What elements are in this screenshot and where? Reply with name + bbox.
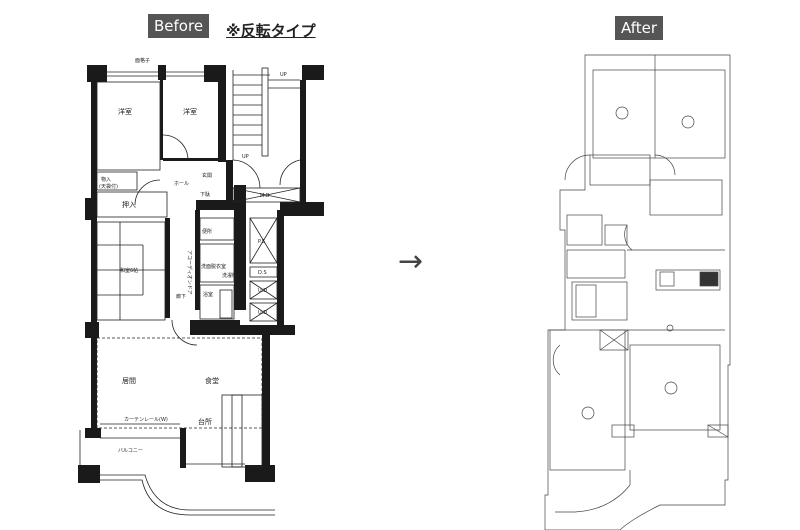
label-balcony: バルコニー bbox=[118, 448, 143, 454]
label-kitchen: 台所 bbox=[198, 417, 212, 426]
label-up2: UP bbox=[242, 154, 249, 160]
label-washer: 洗濯機 bbox=[222, 272, 237, 279]
label-closet: 押入 bbox=[122, 200, 136, 209]
before-room-labels: 洋室 洋室 物入 (天袋付) ホール 玄関 下駄 押入 和室6帖 廊下 アコーデ… bbox=[99, 57, 287, 454]
label-washroom: 洗面脱衣室 bbox=[201, 263, 226, 270]
after-label: After bbox=[615, 16, 664, 40]
label-shoe-box: 下駄 bbox=[200, 191, 210, 198]
label-storage-sub: (天袋付) bbox=[99, 183, 118, 190]
label-corridor: 廊下 bbox=[176, 293, 186, 300]
label-up1: UP bbox=[280, 72, 287, 78]
label-bath: 浴室 bbox=[203, 291, 213, 298]
label-curtain-rail: カーテンレール(W) bbox=[124, 417, 168, 423]
arrow-right-icon: → bbox=[398, 244, 424, 279]
label-hall: ホール bbox=[174, 181, 189, 187]
label-mb: M.B bbox=[260, 193, 270, 199]
label-dining: 食堂 bbox=[205, 376, 219, 385]
label-ud2: U.D bbox=[258, 310, 267, 316]
stairs bbox=[232, 67, 300, 160]
before-walls bbox=[78, 65, 324, 483]
label-washitsu: 和室6帖 bbox=[120, 267, 138, 274]
before-lines bbox=[79, 67, 301, 516]
after-floor-plan bbox=[544, 54, 731, 530]
before-label: Before bbox=[148, 14, 210, 38]
label-bedroom2: 洋室 bbox=[183, 107, 197, 116]
label-accordion-door: アコーディオンドア bbox=[186, 250, 193, 295]
before-floor-plan: 洋室 洋室 物入 (天袋付) ホール 玄関 下駄 押入 和室6帖 廊下 アコーデ… bbox=[78, 57, 324, 516]
label-entrance: 玄関 bbox=[202, 172, 212, 179]
label-living: 居間 bbox=[122, 377, 136, 385]
label-storage: 物入 bbox=[101, 176, 111, 183]
label-toilet: 便所 bbox=[202, 228, 212, 235]
label-ud1: U.D bbox=[258, 288, 267, 294]
label-ds: D.S bbox=[258, 270, 267, 276]
label-ps: P.S bbox=[258, 239, 265, 245]
reversed-type-note: ※反転タイプ bbox=[226, 22, 316, 40]
label-bedroom1: 洋室 bbox=[118, 107, 132, 116]
label-lattice: 面格子 bbox=[135, 57, 150, 64]
